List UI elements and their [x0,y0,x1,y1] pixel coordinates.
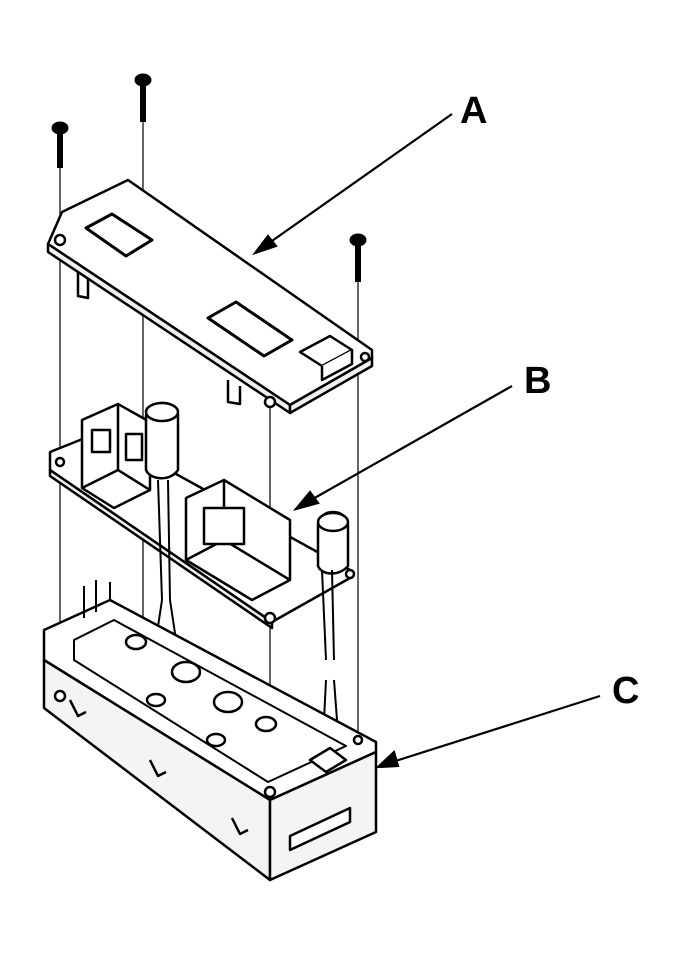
screw-1 [53,123,67,168]
part-a-cover [48,180,372,413]
callout-label-c: C [612,670,640,712]
screw-2 [136,75,150,122]
callout-label-a: A [460,90,488,132]
part-c-housing [44,580,376,880]
screw-4 [351,235,365,282]
callout-arrow-c [378,696,600,767]
part-b-circuit-board [50,403,354,628]
wire-harness [156,480,340,760]
callout-label-b: B [524,360,552,402]
callout-arrow-b [296,386,512,509]
callout-arrow-a [255,114,452,253]
